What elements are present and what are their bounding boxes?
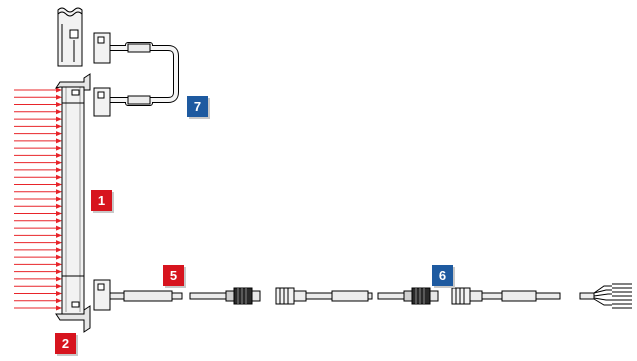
mounting-bracket-bottom bbox=[55, 301, 91, 333]
callout-badge-1: 1 bbox=[91, 190, 112, 211]
light-beam-arrowhead bbox=[56, 305, 62, 311]
light-beam-arrowhead bbox=[56, 87, 62, 93]
light-beam-arrowhead bbox=[56, 232, 62, 238]
light-beam-arrowhead bbox=[56, 102, 62, 108]
light-beam-arrowhead bbox=[56, 203, 62, 209]
m12-connector-male-2 bbox=[403, 287, 439, 305]
light-beam-arrowhead bbox=[56, 138, 62, 144]
light-beam-arrowhead bbox=[56, 254, 62, 260]
light-beam-arrowhead bbox=[56, 261, 62, 267]
light-beam-arrowhead bbox=[56, 116, 62, 122]
light-beam-arrowhead bbox=[56, 283, 62, 289]
light-beam-arrowhead bbox=[56, 269, 62, 275]
connection-cable-loop bbox=[110, 42, 179, 106]
callout-badge-6: 6 bbox=[432, 265, 453, 286]
cable-segment-2 bbox=[189, 292, 227, 300]
light-beam-arrowhead bbox=[56, 160, 62, 166]
cable-segment-3 bbox=[305, 290, 373, 302]
callout-badge-2: 2 bbox=[55, 333, 76, 354]
cable-segment-5 bbox=[481, 290, 561, 302]
light-beam-arrowhead bbox=[56, 123, 62, 129]
callout-badge-7: 7 bbox=[187, 96, 208, 117]
light-beam-arrowhead bbox=[56, 181, 62, 187]
light-curtain-bar bbox=[61, 83, 85, 315]
light-beam-arrowhead bbox=[56, 109, 62, 115]
light-beam-arrowhead bbox=[56, 167, 62, 173]
light-beam-arrowhead bbox=[56, 225, 62, 231]
callout-badge-5: 5 bbox=[163, 265, 184, 286]
light-beam-arrowhead bbox=[56, 94, 62, 100]
light-beam-arrowhead bbox=[56, 196, 62, 202]
light-beam-arrowhead bbox=[56, 218, 62, 224]
connector-housing-top bbox=[93, 32, 111, 64]
light-beam-arrowhead bbox=[56, 290, 62, 296]
light-beam-arrowhead bbox=[56, 247, 62, 253]
light-beam-arrows bbox=[14, 87, 62, 311]
upper-unit-icon bbox=[57, 7, 83, 67]
cable-end-wires-icon bbox=[579, 283, 632, 309]
connector-housing-bottom bbox=[93, 279, 111, 311]
cable-segment-4 bbox=[377, 292, 405, 300]
m12-connector-female-2 bbox=[451, 287, 483, 305]
light-beam-arrowhead bbox=[56, 211, 62, 217]
light-beam-arrowhead bbox=[56, 240, 62, 246]
light-beam-arrowhead bbox=[56, 152, 62, 158]
light-beam-arrowhead bbox=[56, 145, 62, 151]
light-beam-arrowhead bbox=[56, 174, 62, 180]
cable-segment-1 bbox=[109, 290, 183, 302]
connector-housing-middle bbox=[93, 87, 111, 117]
m12-connector-male-1 bbox=[225, 287, 261, 305]
m12-connector-female-1 bbox=[275, 287, 307, 305]
light-beam-arrowhead bbox=[56, 276, 62, 282]
light-beam-arrowhead bbox=[56, 298, 62, 304]
light-beam-arrowhead bbox=[56, 189, 62, 195]
mounting-bracket-top bbox=[54, 73, 91, 96]
light-beam-arrowhead bbox=[56, 131, 62, 137]
